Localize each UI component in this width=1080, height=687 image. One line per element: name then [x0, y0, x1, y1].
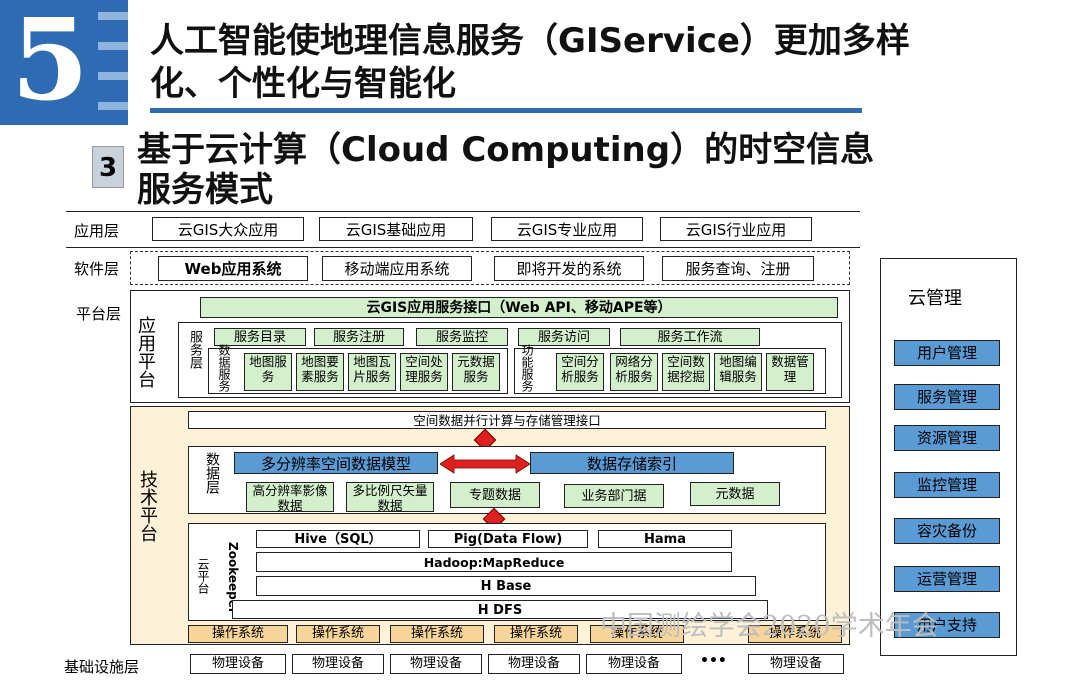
ellipsis: •••	[700, 653, 727, 669]
hive-box: Hive（SQL）	[256, 530, 420, 548]
func-service-item: 地图编辑服务	[714, 353, 762, 391]
os-item: 操作系统	[748, 625, 842, 643]
os-item: 操作系统	[296, 625, 380, 643]
software-item: Web应用系统	[158, 256, 308, 281]
decor-stripe	[98, 102, 128, 110]
app-layer-label: 应用层	[74, 222, 120, 240]
func-service-group	[514, 348, 826, 394]
app-item: 云GIS大众应用	[152, 217, 304, 241]
software-layer-frame	[130, 251, 850, 285]
watermark: 中国测绘学会2020学术年会	[600, 611, 939, 642]
divider	[66, 211, 860, 213]
parallel-interface: 空间数据并行计算与存储管理接口	[188, 411, 826, 429]
data-service-item: 地图瓦片服务	[348, 353, 396, 391]
os-item: 操作系统	[494, 625, 578, 643]
service-tag: 服务目录	[214, 328, 306, 346]
physical-device: 物理设备	[390, 654, 482, 674]
decor-stripe	[98, 42, 128, 50]
management-item: 资源管理	[894, 425, 1000, 451]
physical-device: 物理设备	[748, 654, 844, 674]
slide-title: 人工智能使地理信息服务（GIService）更加多样 化、个性化与智能化	[150, 20, 1050, 106]
software-item: 服务查询、注册	[662, 256, 814, 281]
management-item: 监控管理	[894, 472, 1000, 498]
func-service-label: 功能服务	[520, 344, 534, 392]
bidirectional-arrow-icon	[439, 454, 531, 474]
data-item: 多比例尺矢量数据	[346, 482, 434, 512]
physical-device: 物理设备	[586, 654, 682, 674]
subtitle: 基于云计算（Cloud Computing）的时空信息 服务模式	[137, 130, 917, 210]
physical-device: 物理设备	[488, 654, 580, 674]
data-item: 高分辨率影像数据	[246, 482, 334, 512]
mapreduce-box: Hadoop:MapReduce	[256, 552, 732, 572]
func-service-item: 空间数据挖掘	[662, 353, 710, 391]
service-tag: 服务监控	[416, 328, 508, 346]
hdfs-box: H DFS	[232, 600, 768, 619]
subsection-number: 3	[92, 146, 124, 188]
app-item: 云GIS行业应用	[660, 217, 812, 241]
management-item: 用户支持	[894, 612, 1000, 638]
data-service-item: 元数据服务	[452, 353, 500, 391]
app-item: 云GIS专业应用	[491, 217, 643, 241]
data-item: 业务部门据	[564, 484, 664, 508]
cloud-management-panel	[880, 258, 1017, 656]
hama-box: Hama	[598, 530, 732, 548]
gis-service-interface: 云GIS应用服务接口（Web API、移动APE等）	[200, 297, 838, 318]
multi-resolution-model: 多分辨率空间数据模型	[234, 452, 438, 474]
app-item: 云GIS基础应用	[319, 217, 473, 241]
data-service-group	[208, 348, 508, 394]
divider	[66, 247, 860, 249]
service-tag: 服务注册	[314, 328, 404, 346]
func-service-item: 数据管理	[766, 353, 814, 391]
data-storage-index: 数据存储索引	[530, 452, 734, 474]
management-item: 用户管理	[894, 340, 1000, 366]
service-layer-label: 服务层	[187, 330, 202, 369]
physical-device: 物理设备	[190, 654, 286, 674]
title-underline	[150, 108, 862, 113]
platform-layer-label: 平台层	[76, 305, 122, 323]
os-item: 操作系统	[188, 625, 288, 643]
func-service-item: 空间分析服务	[556, 353, 604, 391]
service-layer-frame	[178, 322, 842, 398]
software-item: 移动端应用系统	[322, 256, 472, 281]
title-line-2: 化、个性化与智能化	[150, 64, 456, 104]
section-number: 5	[11, 0, 89, 126]
management-item: 容灾备份	[894, 518, 1000, 544]
tech-platform-label: 技术平台	[137, 470, 158, 542]
data-service-item: 地图服务	[244, 353, 292, 391]
management-item: 服务管理	[894, 384, 1000, 410]
subtitle-line-1: 基于云计算（Cloud Computing）的时空信息	[137, 130, 875, 170]
physical-device: 物理设备	[292, 654, 384, 674]
subtitle-line-2: 服务模式	[137, 170, 273, 210]
func-service-item: 网络分析服务	[610, 353, 658, 391]
infrastructure-label: 基础设施层	[64, 658, 140, 676]
software-item: 即将开发的系统	[494, 256, 644, 281]
pig-box: Pig(Data Flow)	[428, 530, 588, 548]
cloud-management-title: 云管理	[908, 288, 962, 309]
hbase-box: H Base	[256, 576, 756, 596]
data-layer-label: 数据层	[204, 452, 220, 494]
decor-stripe	[98, 12, 128, 20]
data-service-item: 地图要素服务	[296, 353, 344, 391]
os-item: 操作系统	[390, 625, 484, 643]
service-tag: 服务工作流	[620, 328, 760, 346]
zookeeper-label: Zookeeper	[226, 542, 240, 614]
data-item: 元数据	[690, 482, 780, 506]
app-platform-label: 应用平台	[135, 316, 156, 388]
data-service-item: 空间处理服务	[400, 353, 448, 391]
software-layer-label: 软件层	[74, 260, 120, 278]
management-item: 运营管理	[894, 566, 1000, 592]
os-item: 操作系统	[590, 625, 684, 643]
cloud-platform-label: 云平台	[196, 558, 210, 594]
decor-stripe	[98, 72, 128, 80]
service-tag: 服务访问	[518, 328, 610, 346]
data-service-label: 数据服务	[217, 344, 231, 392]
data-item: 专题数据	[450, 482, 540, 508]
title-line-1: 人工智能使地理信息服务（GIService）更加多样	[150, 21, 910, 61]
